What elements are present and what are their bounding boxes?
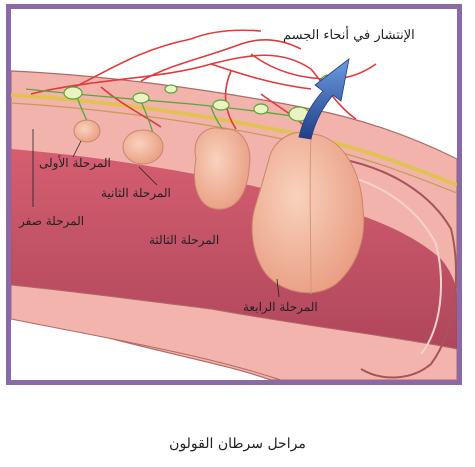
spread-arrow: [298, 58, 350, 140]
leader-stage-two: [138, 166, 158, 186]
figure-caption: مراحل سرطان القولون: [169, 436, 306, 452]
colon-lumen: [11, 149, 457, 349]
tumor-stage-one: [73, 119, 101, 143]
tumor-stage-three: [194, 127, 251, 210]
tumor-stage-two: [122, 129, 164, 165]
label-stage-three: المرحلة الثالثة: [149, 233, 220, 247]
label-stage-four: المرحلة الرابعة: [243, 300, 318, 314]
label-stage-one: المرحلة الأولى: [39, 156, 111, 170]
colon-cross-section-illustration: [11, 29, 457, 380]
leader-stage-one: [72, 140, 82, 158]
illustration-frame: الإنتشار في أنحاء الجسم المرحلة الأولى ا…: [6, 4, 462, 385]
label-spread: الإنتشار في أنحاء الجسم: [283, 28, 415, 43]
tumors: [73, 119, 365, 295]
leader-stage-four: [276, 278, 280, 298]
label-stage-zero: المرحلة صفر: [19, 214, 85, 228]
tumor-stage-four: [251, 131, 365, 294]
serosa-layer: [11, 93, 457, 187]
label-stage-two: المرحلة الثانية: [101, 186, 171, 200]
